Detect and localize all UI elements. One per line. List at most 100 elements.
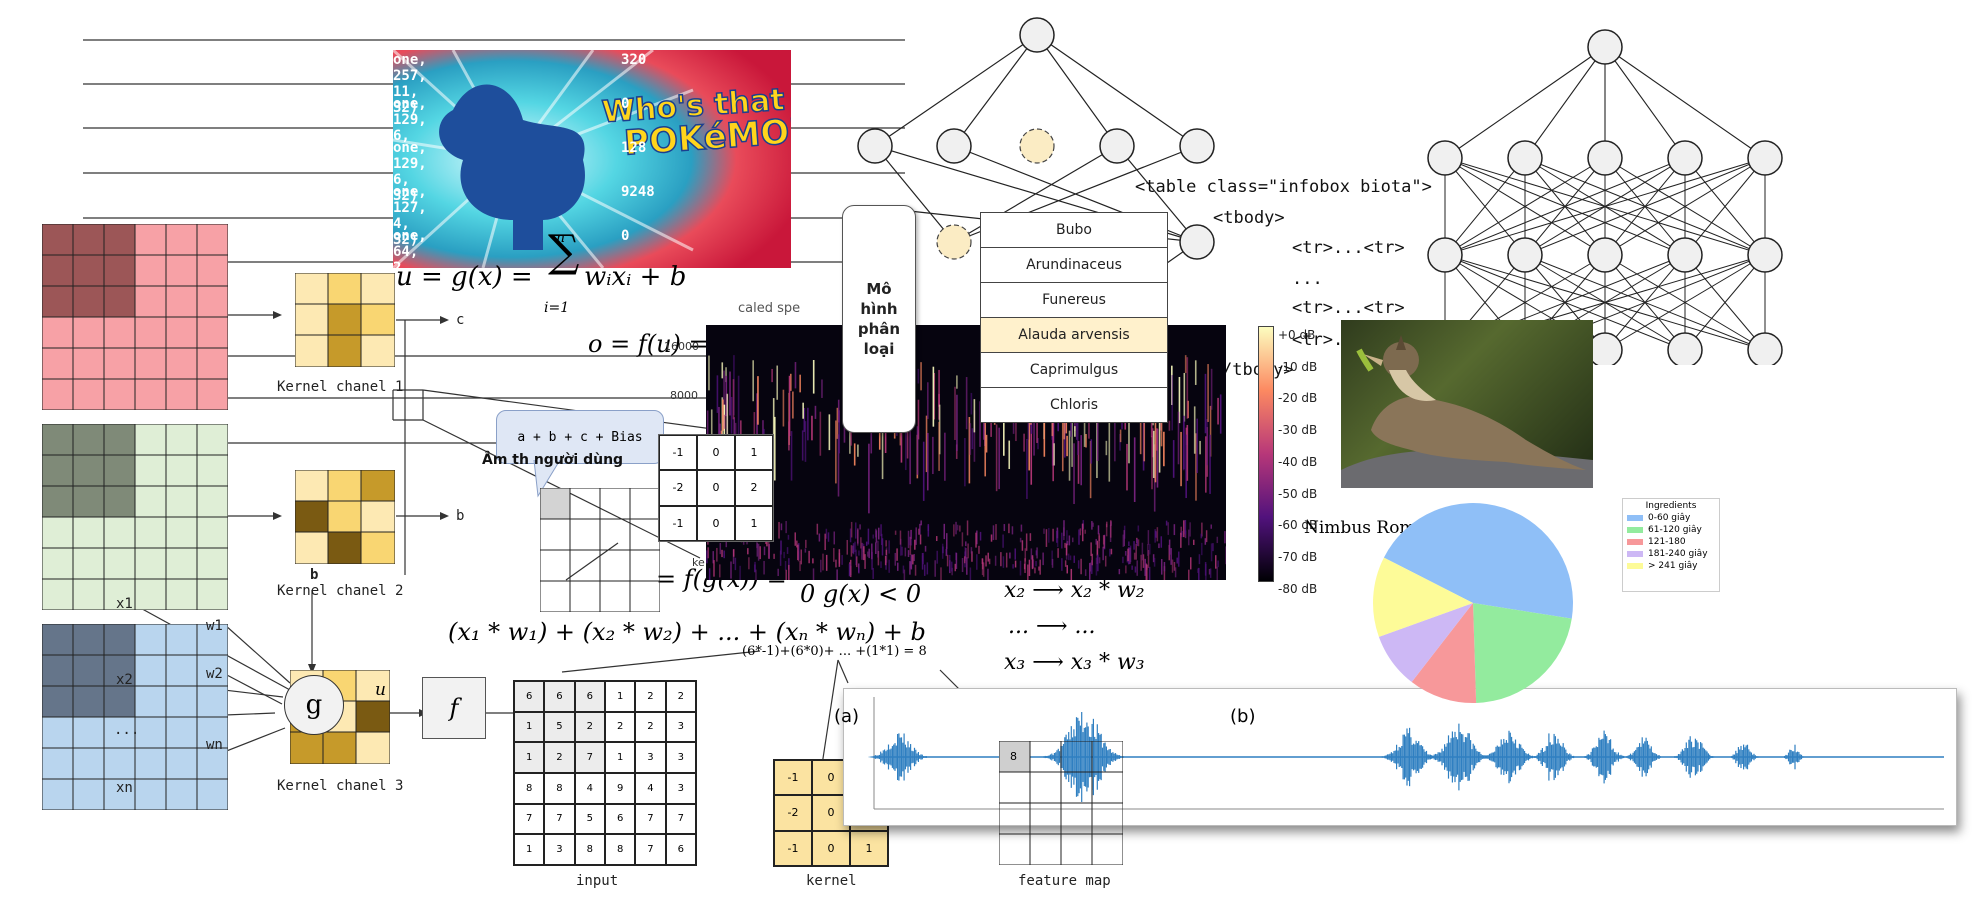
matrix-cell: 6 [514, 681, 545, 712]
weight-wn-label: wn [206, 737, 223, 753]
species-option-funereus[interactable]: Funereus [981, 283, 1167, 318]
legend-entry: 121-180 [1627, 537, 1715, 547]
matrix-cell: 2 [574, 711, 605, 743]
classification-model-box: Mô hình phân loại [842, 205, 916, 433]
legend-swatch [1627, 551, 1643, 557]
pie-slice [1373, 557, 1473, 637]
html-code-line-3: <tr>...<tr> [1292, 238, 1405, 258]
pie-chart [1373, 503, 1573, 703]
species-option-arundinaceus[interactable]: Arundinaceus [981, 248, 1167, 283]
kernel-2-output: b [456, 508, 465, 524]
matrix-cell: -1 [659, 505, 697, 541]
input-x2-label: x2 [116, 672, 133, 688]
weight-w2-label: w2 [206, 666, 223, 682]
pie-slice [1378, 603, 1473, 683]
pokemon-silhouette [439, 84, 585, 251]
spectrogram-ytick-16000: 16000 [664, 340, 699, 353]
network-node [1747, 237, 1783, 273]
matrix-cell: 2 [635, 681, 666, 712]
sum-term: wᵢxᵢ + b [584, 262, 687, 292]
small-conv-grid [540, 488, 660, 612]
callout-tail [533, 460, 561, 498]
kernel-channel-1 [295, 273, 395, 367]
keras-shape: one, 64, 2, 32) [393, 228, 427, 268]
legend-label: 0-60 giây [1648, 513, 1691, 523]
network-node [1747, 332, 1783, 365]
pie-slice [1473, 603, 1572, 703]
colorbar-ticks: +0 dB -10 dB -20 dB -30 dB -40 dB -50 dB… [1278, 320, 1317, 605]
matrix-cell: 2 [605, 711, 636, 743]
weight-w1-label: w1 [206, 618, 223, 634]
matrix-cell: 6 [605, 803, 636, 835]
model-label-line: phân [857, 320, 901, 338]
kernel-1-output: c [456, 312, 465, 328]
colorbar-tick: +0 dB [1278, 328, 1316, 342]
matrix-cell: 1 [514, 711, 545, 743]
equation-map-2: ... ⟶ ... [1008, 614, 1096, 639]
waveform-label-a: (a) [834, 706, 860, 727]
legend-label: 121-180 [1648, 537, 1686, 547]
pie-slice [1411, 603, 1477, 703]
input-xn-label: xn [116, 780, 133, 796]
species-option-bubo[interactable]: Bubo [981, 213, 1167, 248]
kernel-matrix: -101-202-101 [773, 759, 889, 867]
matrix-cell: 1 [514, 742, 545, 773]
legend-entry: 61-120 giây [1627, 525, 1715, 535]
matrix-cell: 6 [665, 834, 696, 865]
colorbar-tick: -30 dB [1278, 423, 1318, 438]
colorbar-tick: -20 dB [1278, 391, 1318, 406]
feature-map-value: 8 [1010, 750, 1017, 763]
network-node [1747, 140, 1783, 176]
keras-params: 320 [621, 52, 647, 68]
input-matrix-label: input [576, 873, 619, 889]
legend-entry: 0-60 giây [1627, 513, 1715, 523]
network-node [1667, 237, 1703, 273]
equation-map-3: x₃ ⟶ x₃ * w₃ [1004, 650, 1145, 675]
matrix-cell: -1 [774, 830, 812, 866]
keras-shape: one, 127, 4, 32) [393, 184, 427, 248]
matrix-cell: 8 [574, 834, 605, 865]
matrix-cell: 4 [635, 772, 666, 804]
colorbar-tick: -10 dB [1278, 359, 1318, 374]
matrix-cell: 6 [544, 681, 575, 712]
waveform-plot [868, 697, 1944, 810]
kernel-2-label: Kernel chanel 2 [277, 583, 404, 599]
neural-network-right [1427, 29, 1783, 365]
kernel-2-sublabel: b [310, 567, 319, 583]
feature-map-label: feature map [1018, 873, 1111, 889]
bias-sum-callout: a + b + c + Bias [496, 410, 664, 464]
species-option-caprimulgus[interactable]: Caprimulgus [981, 353, 1167, 388]
legend-entry: > 241 giây [1627, 561, 1715, 571]
spectrogram-ytick-8000: 8000 [670, 389, 698, 402]
html-code-line-4: ... [1292, 269, 1323, 289]
species-option-chloris[interactable]: Chloris [1049, 397, 1099, 413]
matrix-cell: 8 [605, 834, 636, 865]
matrix-cell: 2 [665, 681, 696, 712]
species-dropdown-menu: Bubo Arundinaceus Funereus Alauda arvens… [980, 212, 1168, 423]
network-node [1427, 237, 1463, 273]
legend-swatch [1627, 527, 1643, 533]
matrix-cell: -1 [774, 760, 812, 796]
equation-u: u = g(x) = [396, 262, 533, 292]
network-node [1507, 140, 1543, 176]
matrix-cell: 0 [697, 505, 735, 541]
colorbar-tick: -70 dB [1278, 549, 1318, 564]
equation-map-1: x₂ ⟶ x₂ * w₂ [1004, 578, 1145, 603]
kernel-channel-2 [295, 470, 395, 564]
keras-shape: one, 129, 6, [393, 96, 427, 144]
pie-slice [1383, 503, 1573, 619]
matrix-cell: 1 [735, 505, 773, 541]
legend-title: Ingredients [1645, 501, 1697, 511]
matrix-cell: 6 [574, 681, 605, 712]
model-label-line: Mô [866, 279, 892, 298]
colorbar-tick: -60 dB [1278, 518, 1318, 533]
legend-label: > 241 giây [1648, 561, 1698, 571]
matrix-cell: 8 [544, 772, 575, 804]
network-node [1587, 332, 1623, 365]
species-option-alauda-arvensis[interactable]: Alauda arvensis [981, 318, 1167, 353]
bird-photo [1341, 320, 1593, 488]
matrix-cell: 0 [697, 435, 735, 471]
sum-symbol: ∑ [548, 226, 580, 277]
